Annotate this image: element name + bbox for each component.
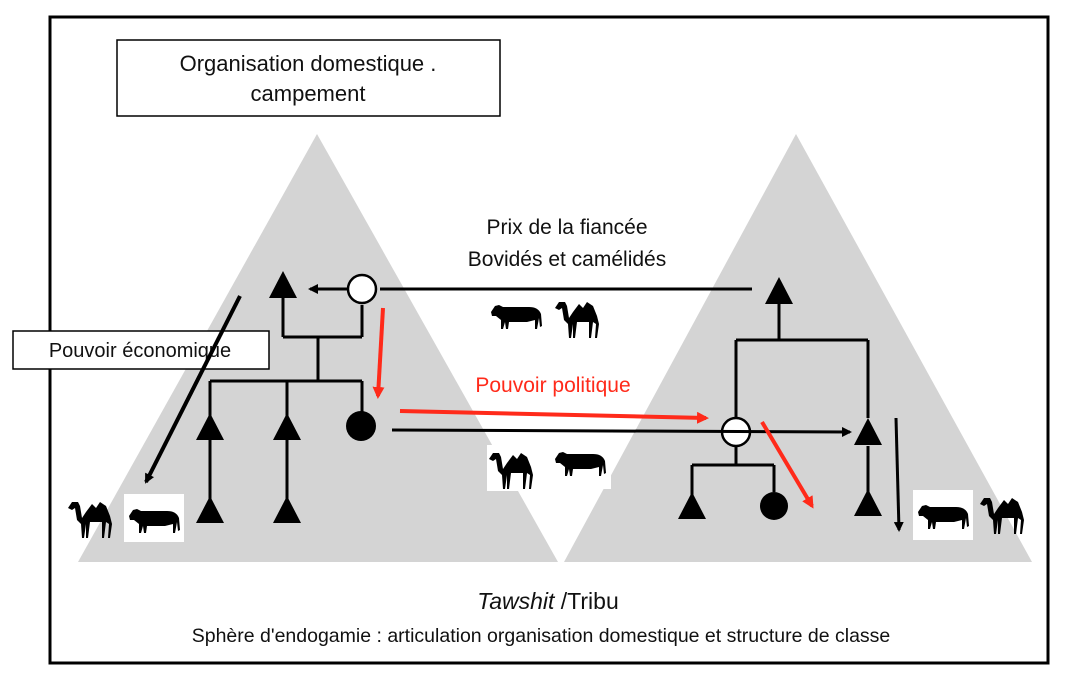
camel-icon [487,445,539,491]
footer-tribu: /Tribu [554,588,618,614]
left-male-grandchild-1 [196,496,224,523]
left-male-grandchild-2 [273,496,301,523]
arrow-economic-power [144,295,242,484]
title-line-2: campement [251,81,366,106]
economic-power-label: Pouvoir économique [49,340,231,362]
footer-subtitle: Sphère d'endogamie : articulation organi… [192,625,891,647]
title-box: Organisation domestique . campement [116,39,501,117]
footer-tawshit: Tawshit [477,588,556,614]
right-kinship-lines [690,304,870,496]
right-male-husband [854,418,882,445]
footer-title: Tawshit /Tribu [477,588,618,614]
red-arrow-down-right [760,420,814,509]
cow-icon [124,494,184,542]
cow-icon [491,305,542,329]
left-male-top [269,271,297,298]
right-female-child [760,492,788,520]
left-male-child-1 [196,413,224,440]
arrow-right-descent [893,417,904,532]
title-line-1: Organisation domestique . [180,51,437,76]
economic-power-box: Pouvoir économique [12,330,270,370]
left-female-child [346,411,376,441]
left-kinship-lines [208,298,364,500]
red-arrow-down-left [372,307,385,399]
camel-icon [555,302,599,338]
right-male-top [765,277,793,304]
red-arrow-political [399,409,709,424]
right-male-grandchild [854,489,882,516]
arrow-woman-transfer [391,426,852,437]
cow-icon [913,490,973,540]
political-power-label: Pouvoir politique [475,374,630,397]
left-female-married [346,273,378,305]
left-male-child-2 [273,413,301,440]
right-triangle [564,134,1032,562]
bride-price-line-2: Bovidés et camélidés [468,248,666,271]
bride-price-line-1: Prix de la fiancée [486,216,647,239]
right-male-child [678,492,706,519]
cow-icon [553,445,611,489]
